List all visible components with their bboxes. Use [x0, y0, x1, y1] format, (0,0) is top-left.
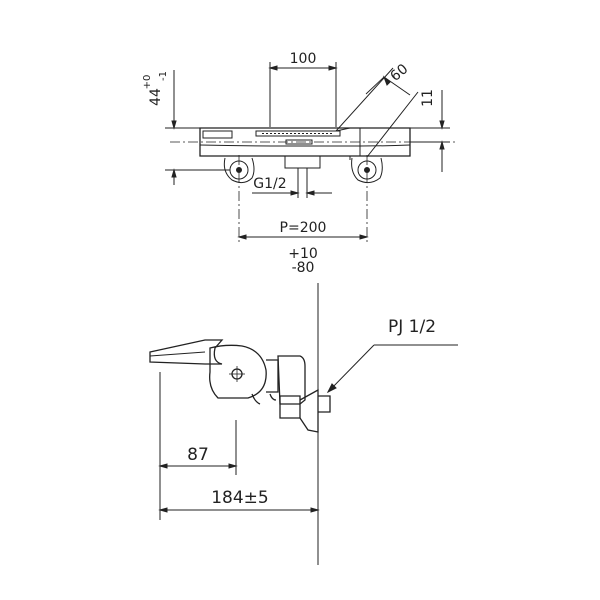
dim-vertical-tol-minus: -1	[158, 71, 169, 81]
pitch-tol-plus: +10	[288, 246, 318, 262]
pitch-tol-minus: -80	[292, 260, 315, 276]
dim-60	[335, 67, 419, 158]
top-view	[165, 62, 455, 245]
dim-vertical-label: 44	[148, 88, 164, 106]
pitch-label: P=200	[280, 220, 327, 236]
dim-g12	[252, 168, 332, 198]
dim-height-label: 11	[420, 89, 436, 107]
faucet-body-side	[149, 339, 331, 433]
dim-184	[158, 507, 320, 513]
dim-100	[268, 62, 338, 127]
dim-11	[410, 90, 450, 172]
faucet-body-top	[199, 127, 411, 169]
connection-label: PJ 1/2	[388, 317, 436, 337]
dim-angle-label: 60	[387, 61, 411, 85]
centerlines-top	[170, 141, 455, 245]
dim-spout-label: 87	[187, 445, 209, 465]
dim-pitch	[237, 234, 369, 240]
side-view	[149, 283, 458, 565]
dim-total-label: 184±5	[211, 488, 269, 508]
dim-width-label: 100	[290, 51, 317, 67]
dim-87	[158, 372, 238, 520]
dim-vertical-tol-plus: +0	[142, 75, 153, 90]
thread-label: G1/2	[253, 176, 286, 192]
connection-leader	[326, 344, 458, 394]
dim-44	[165, 70, 230, 185]
